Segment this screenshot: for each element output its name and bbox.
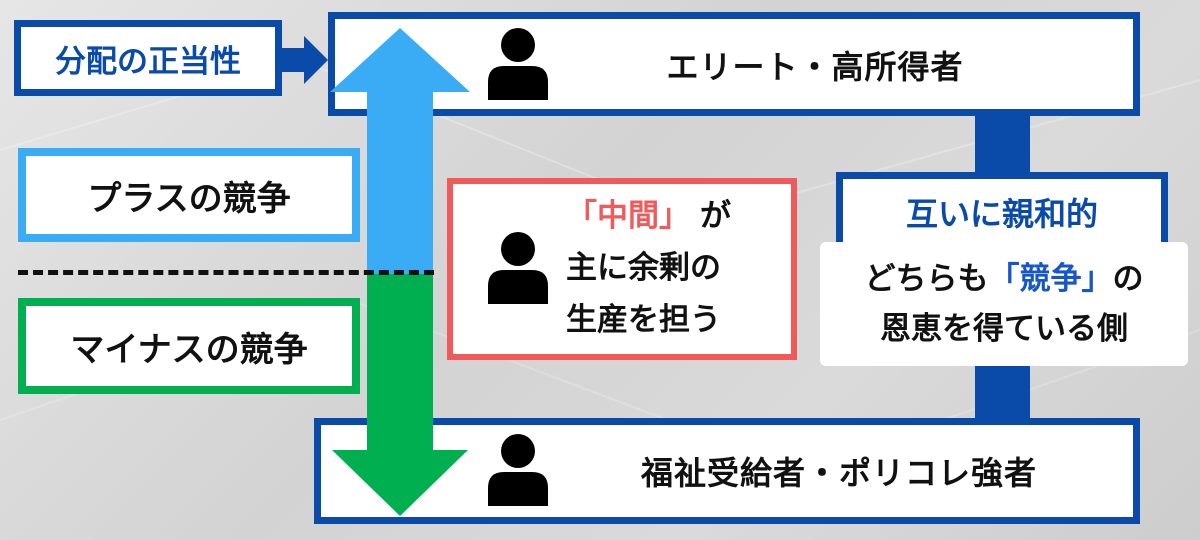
top-label-text: エリート・高所得者 <box>666 48 964 86</box>
bottom-label: 福祉受給者・ポリコレ強者 <box>584 438 1094 504</box>
distribution-legitimacy-label: 分配の正当性 <box>14 20 282 96</box>
middle-line1: 「中間」が <box>566 190 786 242</box>
middle-class-box <box>447 178 797 360</box>
plus-competition-text: プラスの競争 <box>87 178 291 219</box>
mutually-friendly-text: 互いに親和的 <box>905 195 1098 233</box>
benefit-highlight: 「競争」 <box>988 261 1113 297</box>
plus-competition-box: プラスの競争 <box>18 148 360 242</box>
competition-double-arrow <box>330 28 470 516</box>
middle-text-block: 「中間」が 主に余剰の 生産を担う <box>566 190 786 346</box>
distribution-legitimacy-text: 分配の正当性 <box>55 43 241 80</box>
arrow-right-icon <box>280 36 328 84</box>
benefit-pre: どちらも <box>864 261 989 297</box>
mutually-friendly-label: 互いに親和的 <box>836 172 1168 252</box>
middle-line3: 生産を担う <box>566 302 721 338</box>
middle-quote-close: 」 <box>659 198 690 234</box>
benefit-box: どちらも「競争」の 恩恵を得ている側 <box>820 242 1188 366</box>
benefit-line2: 恩恵を得ている側 <box>880 311 1128 347</box>
top-person-icon <box>485 26 551 100</box>
dashed-divider <box>18 270 434 275</box>
middle-quote-open: 「 <box>566 198 597 234</box>
benefit-post: の <box>1112 261 1144 297</box>
benefit-line1: どちらも「競争」の <box>820 254 1188 304</box>
minus-competition-text: マイナスの競争 <box>70 329 308 370</box>
bottom-label-text: 福祉受給者・ポリコレ強者 <box>640 454 1037 492</box>
top-label: エリート・高所得者 <box>598 32 1032 98</box>
middle-line1-rest: が <box>700 198 731 234</box>
middle-quote-word: 中間 <box>597 198 659 234</box>
minus-competition-box: マイナスの競争 <box>18 298 360 394</box>
middle-line2: 主に余剰の <box>566 250 721 286</box>
bottom-person-icon <box>485 432 551 506</box>
middle-person-icon <box>485 230 551 304</box>
